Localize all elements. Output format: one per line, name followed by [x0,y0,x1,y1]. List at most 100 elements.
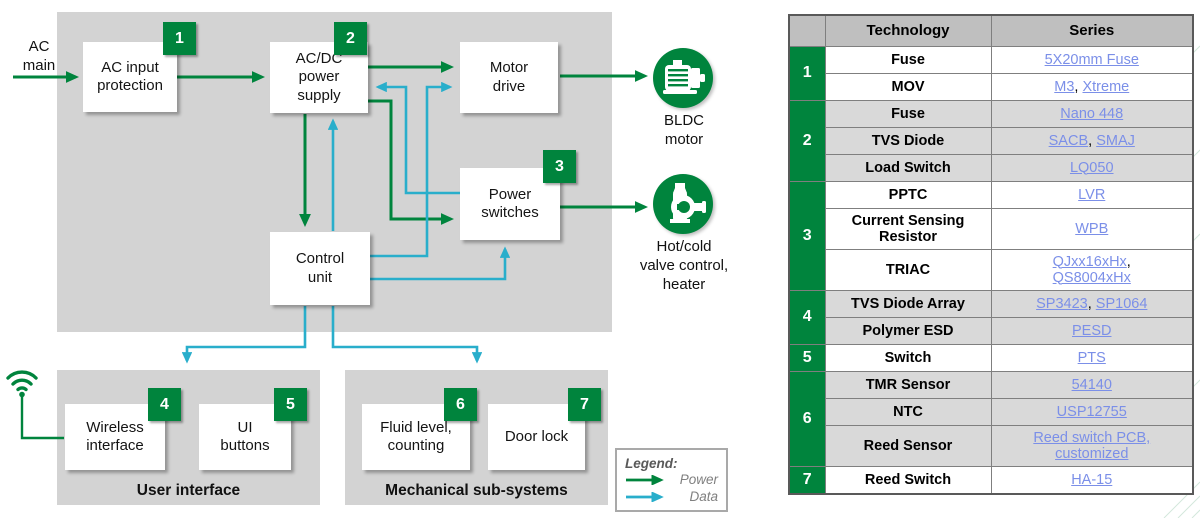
technology-cell: PPTC [824,180,992,209]
technology-cell: TMR Sensor [824,370,992,399]
technology-cell: Polymer ESD [824,316,992,345]
technology-cell: NTC [824,397,992,426]
table-row: TRIAC QJxx16xHx,QS8004xHx [789,248,1194,291]
series-cell: Nano 448 [990,99,1194,128]
table-row: 7 Reed Switch HA-15 [788,465,1194,494]
technology-cell: Reed Switch [824,465,992,494]
block-control-unit: Control unit [270,232,370,305]
technology-cell: TVS Diode [824,126,992,155]
badge-1: 1 [163,22,196,55]
block-diagram: AC main AC input protection AC/DC power … [6,12,729,512]
series-link[interactable]: LQ050 [1069,159,1114,176]
series-link[interactable]: 5X20mm Fuse [1044,51,1139,68]
technology-cell: Switch [824,343,992,372]
legend-data-arrow-icon [626,491,664,502]
series-link[interactable]: 54140 [1071,376,1112,393]
series-link[interactable]: SACB [1048,132,1089,149]
series-cell: 54140 [990,370,1194,399]
table-row: Current Sensing Resistor WPB [789,207,1194,250]
legend: Legend: Power Data [615,448,728,512]
series-cell: WPB [990,207,1194,250]
legend-power-label: Power [679,472,718,487]
technology-series-table: Technology Series 1 Fuse 5X20mm Fuse MOV… [788,14,1194,495]
series-separator: , [1126,253,1131,270]
series-link[interactable]: PESD [1072,322,1112,339]
series-link[interactable]: PTS [1077,349,1106,366]
series-cell: LQ050 [990,153,1194,182]
table-row: Reed Sensor Reed switch PCB, customized [789,424,1194,467]
column-header-series: Series [990,14,1194,47]
technology-cell: MOV [824,72,992,101]
group-number-2: 2 [788,99,826,182]
badge-3: 3 [543,150,576,183]
group-number-1: 1 [788,45,826,101]
table-row: 5 Switch PTS [788,343,1194,372]
technology-cell: Fuse [824,45,992,74]
table-row: Load Switch LQ050 [789,153,1194,182]
series-link[interactable]: SMAJ [1096,132,1135,149]
series-link[interactable]: SP3423 [1036,295,1088,312]
series-cell: USP12755 [990,397,1194,426]
technology-cell: Reed Sensor [824,424,992,467]
wifi-icon [6,370,38,398]
valve-heater-label: Hot/cold valve control, heater [639,238,729,293]
series-link[interactable]: QS8004xHx [1052,269,1131,286]
legend-power-arrow-icon [626,474,664,485]
table-header-row: Technology Series [788,14,1194,47]
series-cell: 5X20mm Fuse [990,45,1194,74]
technology-cell: TVS Diode Array [824,289,992,318]
table-row: 3 PPTC LVR [788,180,1194,291]
block-ac-input-protection: AC input protection [83,42,177,112]
series-separator: , [1087,295,1096,312]
series-link[interactable]: Reed switch PCB, customized [1033,429,1151,462]
series-link[interactable]: SP1064 [1095,295,1148,312]
table-row: 1 Fuse 5X20mm Fuse [788,45,1194,101]
group-number-3: 3 [788,180,826,291]
series-separator: , [1074,78,1083,95]
valve-heater-icon [653,174,713,234]
mechanical-caption: Mechanical sub-systems [385,482,568,499]
badge-2: 2 [334,22,367,55]
group-number-5: 5 [788,343,826,372]
legend-title: Legend: [625,456,678,471]
badge-4: 4 [148,388,181,421]
series-cell: HA-15 [990,465,1194,494]
user-interface-caption: User interface [136,482,241,499]
legend-power-row: Power [625,471,718,488]
technology-cell: TRIAC [824,248,992,291]
series-cell: PESD [990,316,1194,345]
series-link[interactable]: Xtreme [1082,78,1130,95]
bldc-motor-icon [653,48,713,108]
legend-data-label: Data [689,489,718,504]
table-row: 6 TMR Sensor 54140 [788,370,1194,467]
series-cell: PTS [990,343,1194,372]
column-header-technology: Technology [824,14,992,47]
group-number-6: 6 [788,370,826,467]
table-row: NTC USP12755 [789,397,1194,426]
series-cell: SP3423, SP1064 [990,289,1194,318]
ac-main-label: AC main [22,38,56,74]
series-link[interactable]: HA-15 [1071,471,1113,488]
badge-6: 6 [444,388,477,421]
series-link[interactable]: LVR [1078,186,1106,203]
technology-cell: Current Sensing Resistor [824,207,992,250]
series-link[interactable]: WPB [1075,220,1109,237]
block-motor-drive: Motor drive [460,42,558,113]
table-row: 2 Fuse Nano 448 [788,99,1194,182]
table-row: 4 TVS Diode Array SP3423, SP1064 [788,289,1194,345]
series-link[interactable]: QJxx16xHx [1052,253,1127,270]
technology-cell: Fuse [824,99,992,128]
series-link[interactable]: M3 [1054,78,1075,95]
series-link[interactable]: USP12755 [1056,403,1127,420]
series-cell: Reed switch PCB, customized [990,424,1194,467]
group-number-7: 7 [788,465,826,494]
series-cell: QJxx16xHx,QS8004xHx [990,248,1194,291]
table-row: MOV M3, Xtreme [789,72,1194,101]
table-corner-cell [788,14,826,47]
legend-data-row: Data [625,488,718,505]
series-cell: SACB, SMAJ [990,126,1194,155]
badge-5: 5 [274,388,307,421]
table-row: Polymer ESD PESD [789,316,1194,345]
series-link[interactable]: Nano 448 [1060,105,1124,122]
bldc-motor-label: BLDC motor [663,112,704,148]
